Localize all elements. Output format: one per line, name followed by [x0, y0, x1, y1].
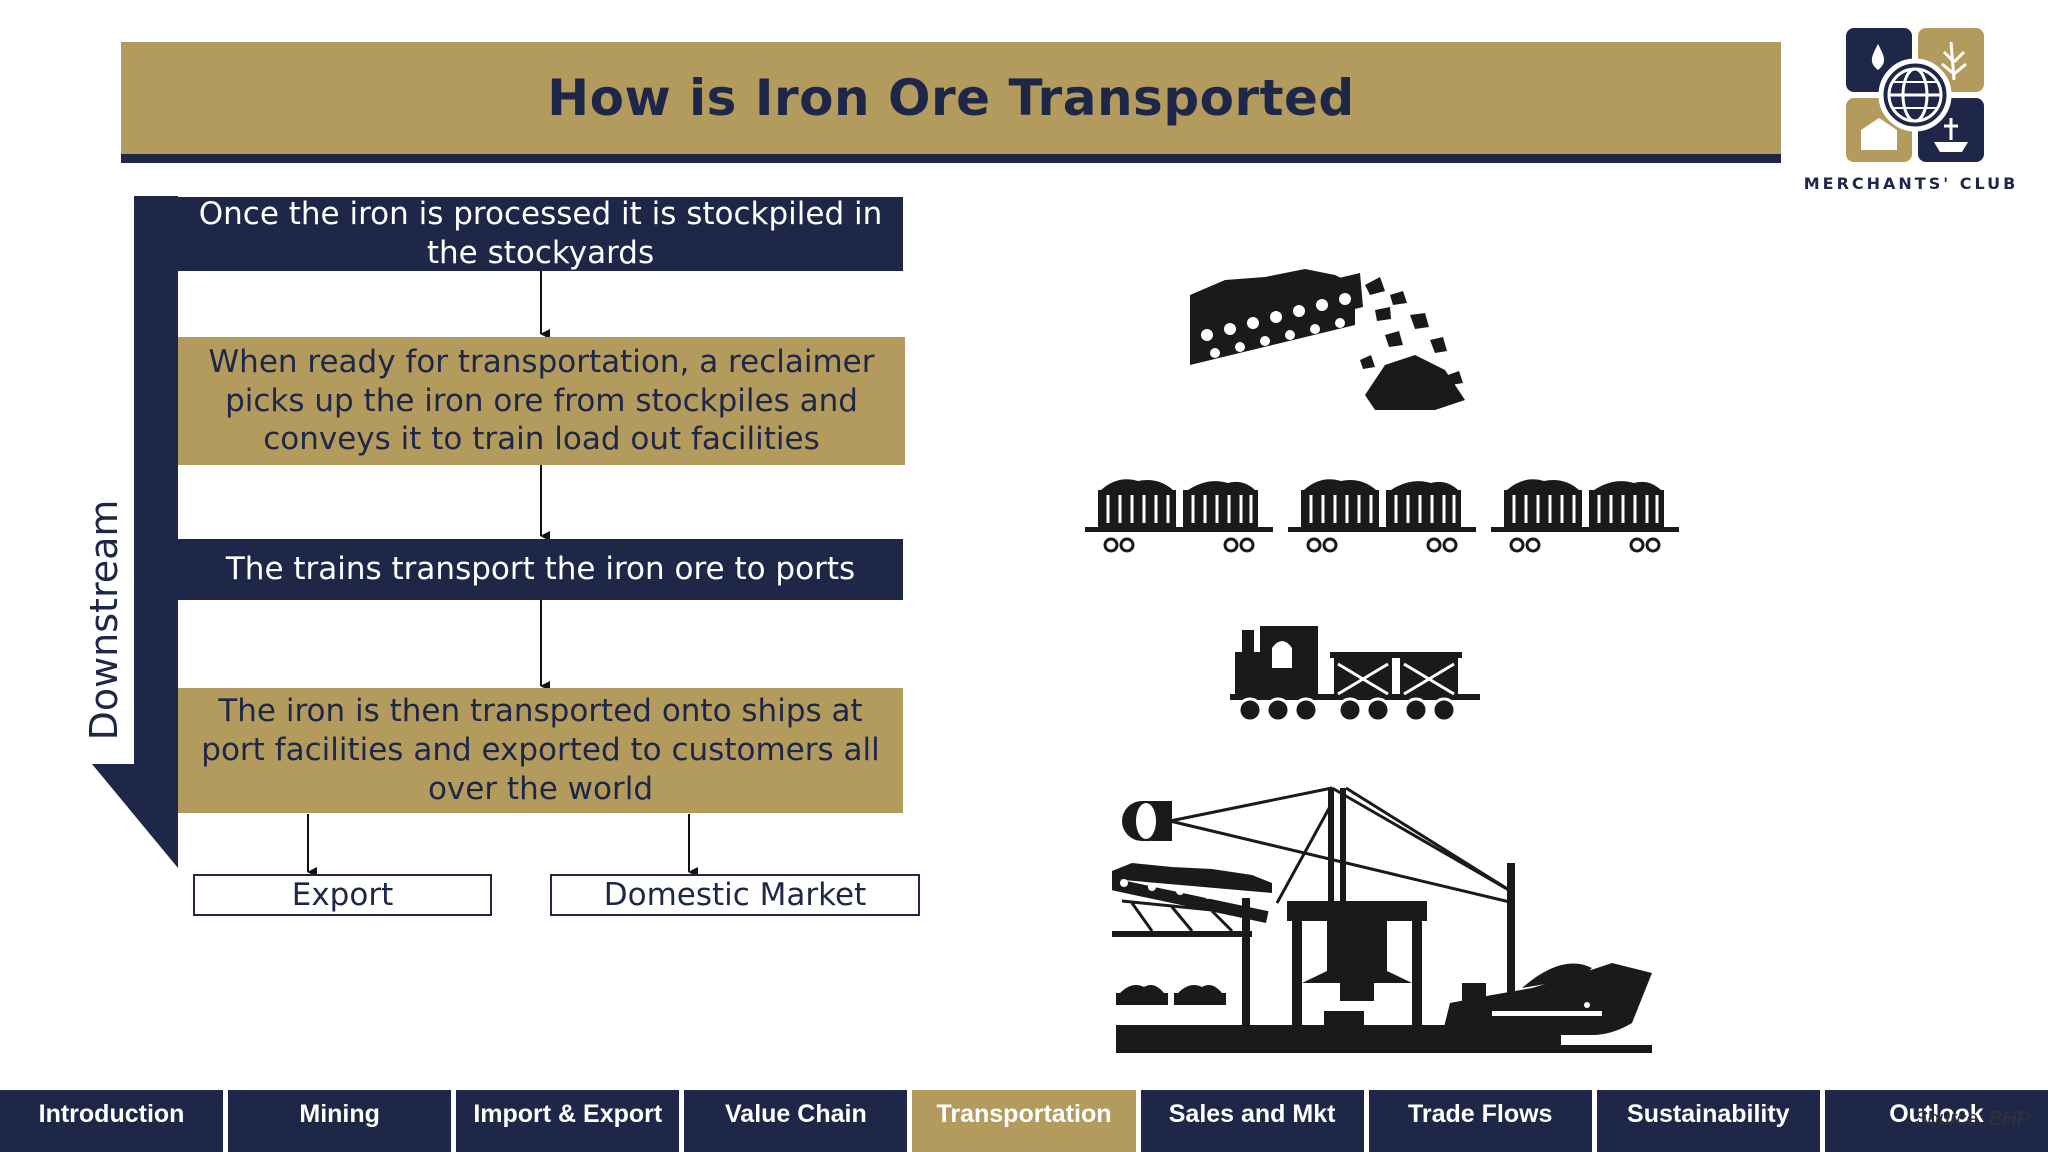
- step-ship-text: The iron is then transported onto ships …: [201, 693, 880, 807]
- logo-text: MERCHANTS' CLUB: [1803, 174, 2019, 193]
- ore-train-cars-icon: [1085, 479, 1679, 553]
- tab-import-export[interactable]: Import & Export: [456, 1090, 680, 1152]
- conveyor-ore-icon: [1190, 269, 1465, 410]
- port-ship-loader-icon: [1112, 786, 1652, 1053]
- page-title: How is Iron Ore Transported: [547, 69, 1355, 127]
- tab-trade-flows[interactable]: Trade Flows: [1368, 1090, 1592, 1152]
- export-box: Export: [193, 874, 492, 916]
- step-ship-box: The iron is then transported onto ships …: [178, 688, 903, 813]
- tab-transportation[interactable]: Transportation: [912, 1090, 1136, 1152]
- ore-car-pair: [1085, 479, 1273, 532]
- locomotive-icon: [1230, 626, 1480, 722]
- downstream-label: Downstream: [82, 499, 126, 741]
- tab-sustainability[interactable]: Sustainability: [1596, 1090, 1820, 1152]
- source-note: Source: BHP: [1914, 1108, 2030, 1130]
- step-stockpile-text: Once the iron is processed it is stockpi…: [198, 196, 883, 271]
- step-stockpile-box: Once the iron is processed it is stockpi…: [178, 196, 903, 271]
- logo-emblem-icon: [1846, 28, 1984, 162]
- tab-outlook[interactable]: Outlook: [1824, 1090, 2048, 1152]
- tab-mining[interactable]: Mining: [228, 1090, 452, 1152]
- merchants-club-logo: MERCHANTS' CLUB: [1786, 22, 2036, 202]
- domestic-market-label: Domestic Market: [603, 876, 867, 913]
- tab-introduction[interactable]: Introduction: [0, 1090, 224, 1152]
- step-train-box: The trains transport the iron ore to por…: [178, 539, 903, 600]
- step-reclaimer-text: When ready for transportation, a reclaim…: [208, 343, 875, 458]
- tab-value-chain[interactable]: Value Chain: [684, 1090, 908, 1152]
- section-nav-bar: Introduction Mining Import & Export Valu…: [0, 1090, 2048, 1152]
- step-train-text: The trains transport the iron ore to por…: [225, 551, 856, 588]
- step-reclaimer-box: When ready for transportation, a reclaim…: [178, 337, 905, 465]
- domestic-market-box: Domestic Market: [550, 874, 920, 916]
- tab-sales-and-mkt[interactable]: Sales and Mkt: [1140, 1090, 1364, 1152]
- export-label: Export: [291, 876, 394, 913]
- title-bar: How is Iron Ore Transported: [121, 42, 1781, 163]
